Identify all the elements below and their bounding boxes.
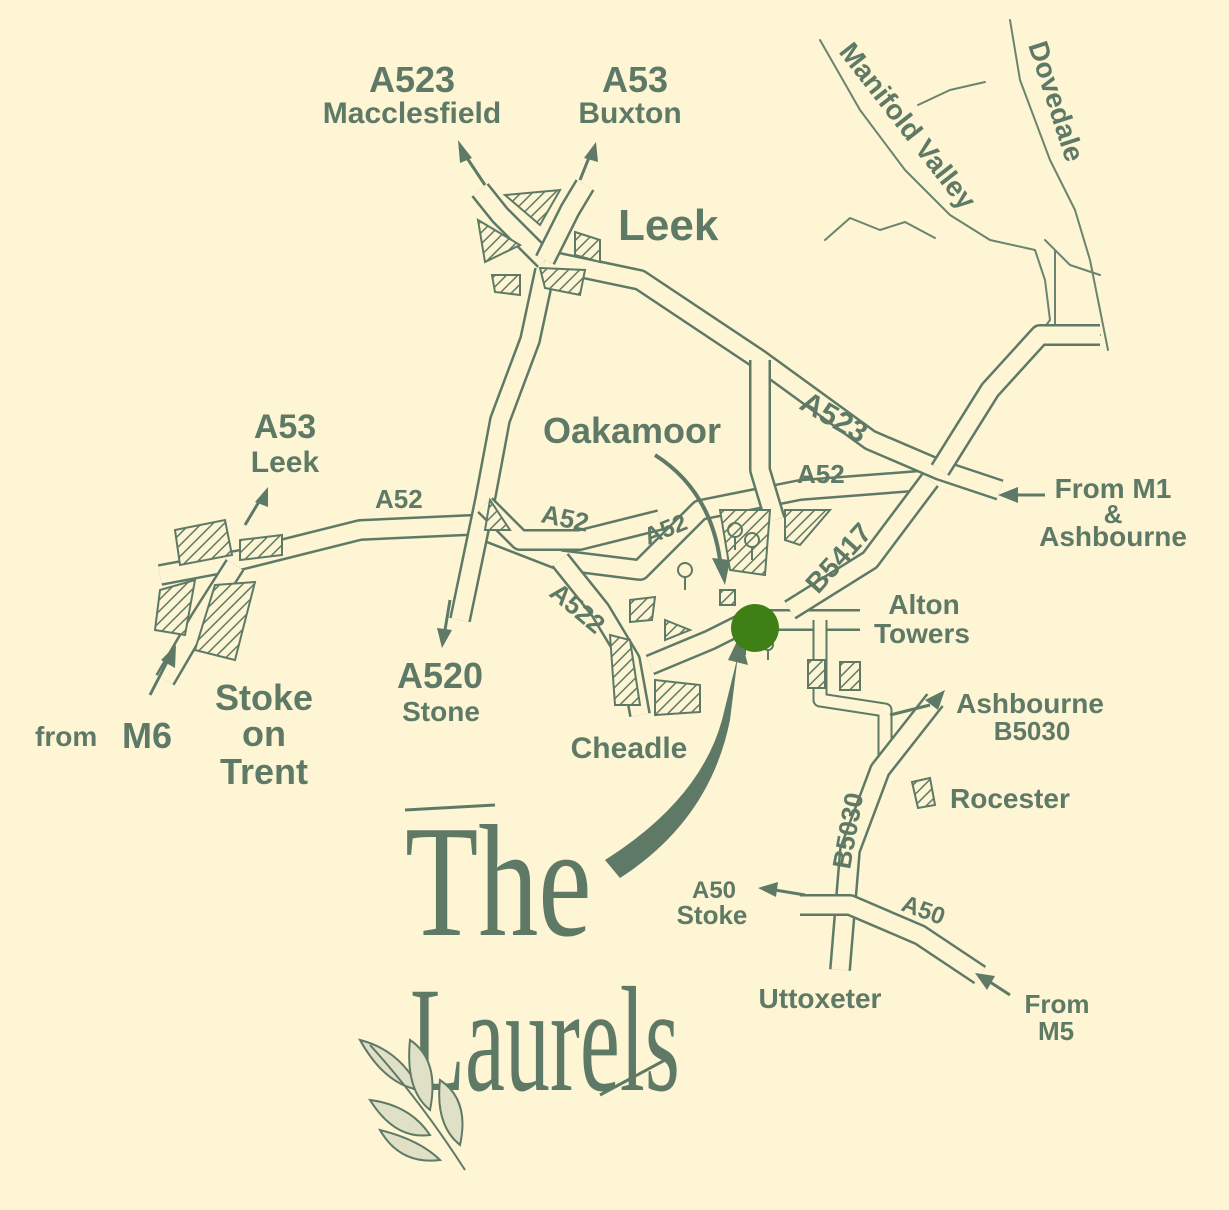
towers-label: Towers bbox=[874, 618, 970, 649]
leek-small-label: Leek bbox=[251, 446, 320, 479]
tree-icon bbox=[727, 522, 743, 550]
a52-east-label: A52 bbox=[797, 459, 845, 489]
dove-river bbox=[1009, 19, 1109, 351]
manifold-river-tributary-2 bbox=[824, 217, 936, 241]
buxton-label: Buxton bbox=[578, 97, 681, 130]
leek-town-block-3 bbox=[574, 230, 601, 264]
ashbourne-b5030-town-label: Ashbourne bbox=[956, 688, 1104, 719]
a50-stoke-road-label: A50 bbox=[692, 877, 736, 904]
ashbourne-label: Ashbourne bbox=[1039, 521, 1187, 552]
leek-town-block bbox=[502, 188, 562, 227]
stoke-label: Stoke bbox=[215, 677, 313, 718]
the-laurels-logo: The Laurels bbox=[358, 792, 680, 1171]
leek-town-block-2 bbox=[476, 218, 523, 264]
cheadle-label: Cheadle bbox=[571, 732, 688, 765]
dovedale-label: Dovedale bbox=[1022, 37, 1090, 165]
stoke-town-block-4 bbox=[193, 580, 257, 662]
alton-block bbox=[807, 659, 826, 689]
stoke-small-label: Stoke bbox=[677, 900, 748, 930]
alton-label: Alton bbox=[888, 589, 960, 620]
b5030-vertical-label: B5030 bbox=[826, 790, 869, 871]
from-m5-label-line2: M5 bbox=[1038, 1016, 1074, 1046]
dove-river-tributary-2 bbox=[1054, 249, 1101, 336]
cheadle-town-block-2 bbox=[654, 678, 701, 717]
leek-town-block-5 bbox=[538, 266, 587, 297]
stone-label: Stone bbox=[402, 696, 480, 727]
a523-macclesfield-road-label: A523 bbox=[369, 59, 455, 100]
from-label: from bbox=[35, 721, 97, 752]
tree-icon bbox=[744, 532, 760, 560]
alton-block-2 bbox=[839, 661, 861, 691]
trent-label: Trent bbox=[220, 751, 308, 792]
stoke-town-block-3 bbox=[153, 578, 197, 637]
from-m1-label: From M1 bbox=[1055, 473, 1172, 504]
cheadle-town-block-4 bbox=[664, 618, 693, 642]
a520-label: A520 bbox=[397, 655, 483, 696]
logo-word-the: The bbox=[405, 792, 592, 970]
ampersand-label: & bbox=[1104, 499, 1123, 529]
rocester-block bbox=[910, 776, 937, 810]
manifold-river bbox=[819, 39, 1051, 341]
stoke-town-block bbox=[173, 518, 234, 567]
cheadle-town-block bbox=[608, 633, 642, 706]
rocester-label: Rocester bbox=[950, 783, 1070, 814]
on-label: on bbox=[242, 713, 286, 754]
uttoxeter-label: Uttoxeter bbox=[759, 983, 882, 1014]
laurels-pointer-arrow bbox=[605, 655, 738, 878]
a53-buxton-road-label: A53 bbox=[602, 59, 668, 100]
from-m5-label-line1: From bbox=[1025, 989, 1090, 1019]
dove-river-tributary bbox=[1044, 239, 1101, 276]
manifold-river-tributary bbox=[917, 81, 986, 106]
triangle-block bbox=[483, 497, 512, 531]
a523-east-label: A523 bbox=[795, 385, 874, 449]
b5030-route-label: B5030 bbox=[994, 716, 1071, 746]
stoke-town-block-2 bbox=[239, 533, 283, 562]
macclesfield-label: Macclesfield bbox=[323, 97, 501, 130]
towns bbox=[153, 188, 937, 810]
direction-arrows bbox=[148, 140, 1045, 997]
oakamoor-block-3 bbox=[719, 589, 736, 606]
oakamoor-block-2 bbox=[784, 509, 833, 547]
a52-west-label: A52 bbox=[375, 484, 423, 514]
laurel-leaf-icon bbox=[358, 1038, 466, 1171]
cheadle-town-block-3 bbox=[629, 595, 657, 624]
m6-label: M6 bbox=[122, 715, 172, 756]
location-marker-green-dot-icon[interactable] bbox=[731, 604, 779, 652]
leek-label: Leek bbox=[618, 201, 719, 250]
tree-icon bbox=[677, 562, 693, 590]
oakamoor-label: Oakamoor bbox=[543, 410, 721, 451]
manifold-valley-label: Manifold Valley bbox=[833, 37, 982, 216]
leek-town-block-4 bbox=[490, 274, 521, 297]
a53-leek-road-label: A53 bbox=[254, 408, 316, 446]
